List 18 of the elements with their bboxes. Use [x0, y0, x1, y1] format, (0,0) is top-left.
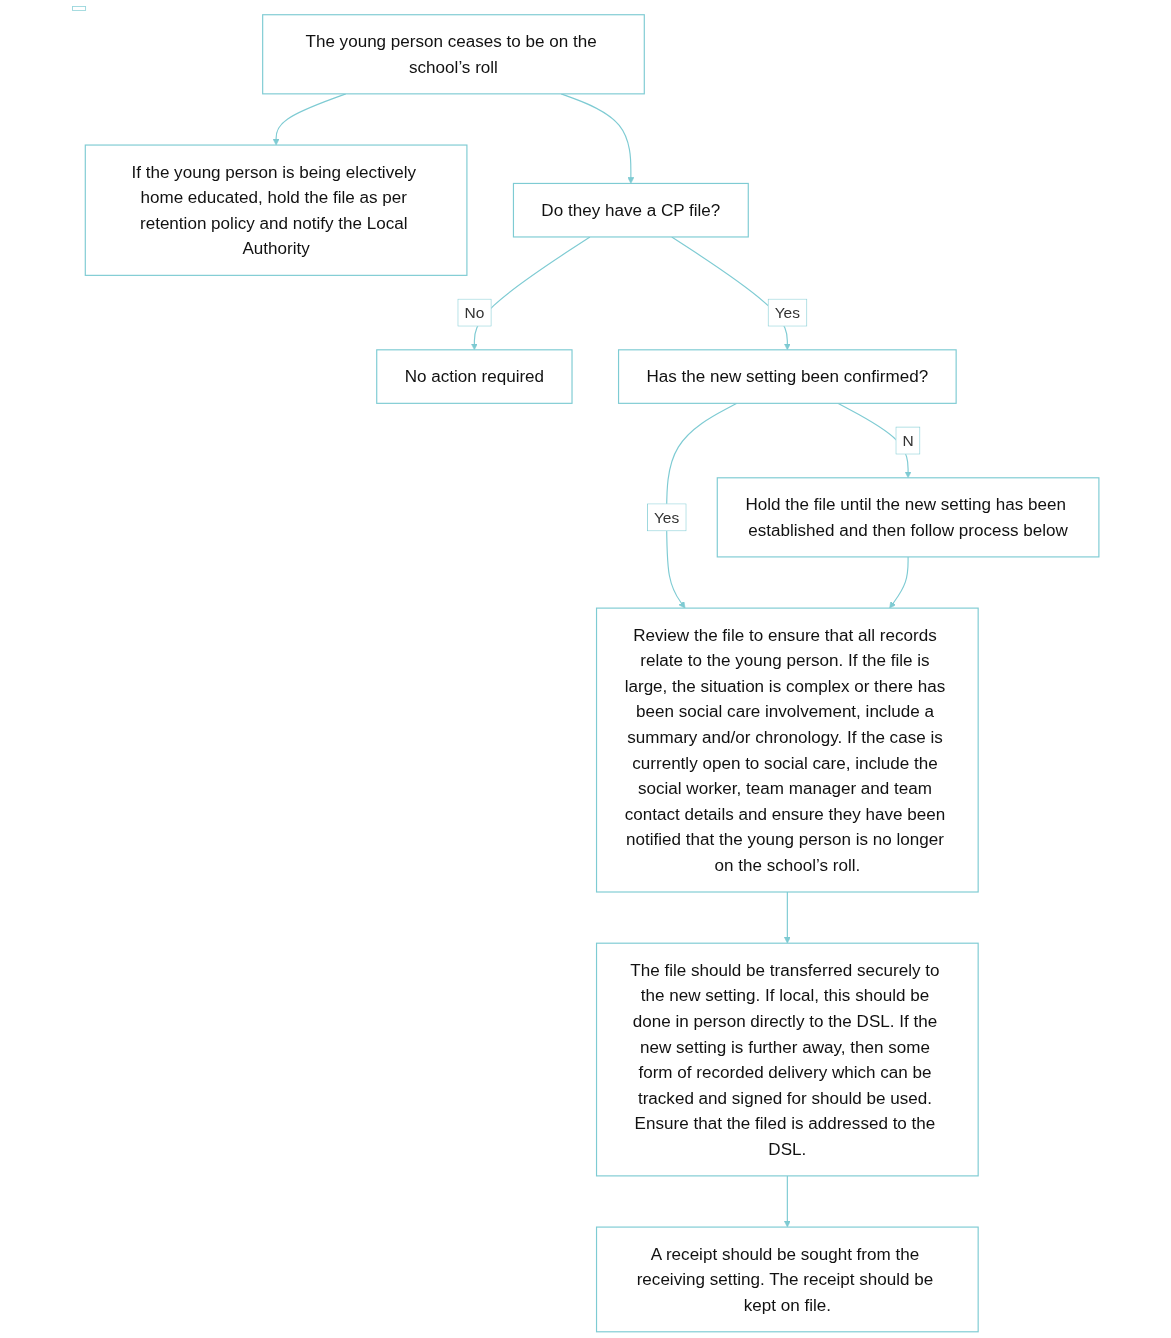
- edge-label: Yes: [653, 508, 680, 526]
- node-box: The young person ceases to be on the school’s roll: [262, 14, 645, 95]
- edge-label: Yes: [774, 304, 801, 322]
- arrow: [889, 556, 909, 609]
- node-box: The file should be transferred securely to the new setting. If local, this should be done in person directly to the DSL. If the new setting is further away, then some form of recorded delivery which can be tracked and signed for should be used. Ensure that the filed is addressed to the DSL.: [595, 942, 979, 1177]
- node-box: Has the new setting been confirmed?: [617, 349, 957, 404]
- arrow: [783, 1175, 791, 1228]
- node-box: Review the file to ensure that all records relate to the young person. If the file is large, the situation is complex or there has been social care involvement, include a summary and/or chronology. If the case is currently open to social care, include the social worker, team manager and team contact details and ensure they have been notified that the young person is no longer on the school’s roll.: [595, 607, 979, 893]
- node-box: Hold the file until the new setting has been established and then follow process below: [716, 477, 1100, 558]
- node-box: If the young person is being electively home educated, hold the file as per retention policy and notify the Local Authority: [84, 144, 468, 276]
- node-box: A receipt should be sought from the receiving setting. The receipt should be kept on file.: [595, 1226, 979, 1333]
- edge-label: N: [902, 432, 914, 450]
- arrow: [470, 236, 591, 351]
- arrow: [837, 402, 912, 479]
- edge-label: No: [464, 304, 485, 322]
- arrow: [783, 891, 791, 944]
- node-box: Do they have a CP file?: [512, 182, 749, 238]
- node-box: No action required: [376, 349, 573, 404]
